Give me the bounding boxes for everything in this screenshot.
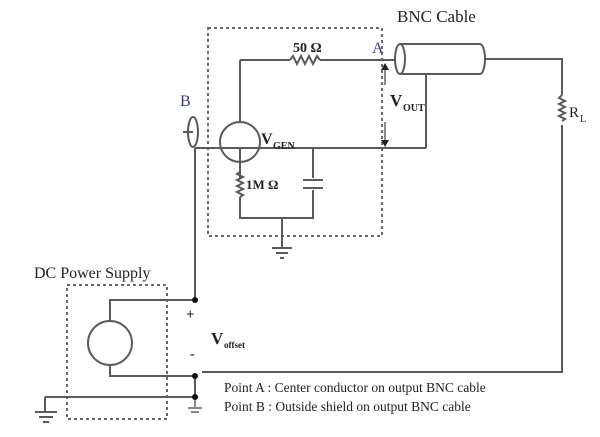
bnc-cable-back	[479, 43, 486, 75]
junction-minus	[192, 373, 198, 379]
resistor-50-ohm	[289, 53, 321, 67]
resistor-load	[556, 94, 568, 122]
plus-label: +	[186, 307, 195, 323]
minus-label: -	[190, 347, 195, 362]
rload-label: R	[569, 105, 579, 121]
dc-supply-label: DC Power Supply	[34, 265, 150, 282]
wire-supply-minus	[109, 365, 195, 377]
voffset-sub-label: offset	[224, 340, 245, 350]
point-b-label: B	[180, 93, 191, 110]
dc-source-icon	[87, 320, 133, 366]
r-source-label: 50 Ω	[293, 41, 322, 56]
legend-point-a: Point A : Center conductor on output BNC…	[224, 380, 486, 395]
r-input-label: 1M Ω	[246, 177, 278, 192]
resistor-1m-ohm	[234, 171, 246, 198]
junction-plus	[192, 297, 198, 303]
wire-load-return	[202, 125, 563, 373]
voffset-label: V	[211, 329, 224, 348]
generator-boundary	[207, 27, 383, 237]
legend-point-b: Point B : Outside shield on output BNC c…	[224, 399, 471, 414]
vout-label: V	[390, 91, 403, 110]
ground-icon-generator	[272, 247, 292, 259]
bnc-cable-body	[400, 43, 480, 75]
bnc-cable-label: BNC Cable	[397, 7, 476, 26]
ground-icon-small	[188, 400, 202, 413]
capacitor-icon	[303, 179, 323, 189]
rload-sub-label: L	[580, 114, 586, 125]
bnc-cable-front-icon	[394, 43, 406, 75]
vout-sub-label: OUT	[403, 103, 425, 114]
vgen-label: V	[261, 131, 273, 148]
junction-ground	[192, 394, 198, 400]
point-a-label: A	[372, 40, 384, 57]
dc-supply-boundary	[66, 284, 168, 420]
ground-icon-supply	[35, 411, 57, 423]
wire-to-load	[485, 58, 563, 95]
vgen-sub-label: GEN	[273, 141, 295, 152]
